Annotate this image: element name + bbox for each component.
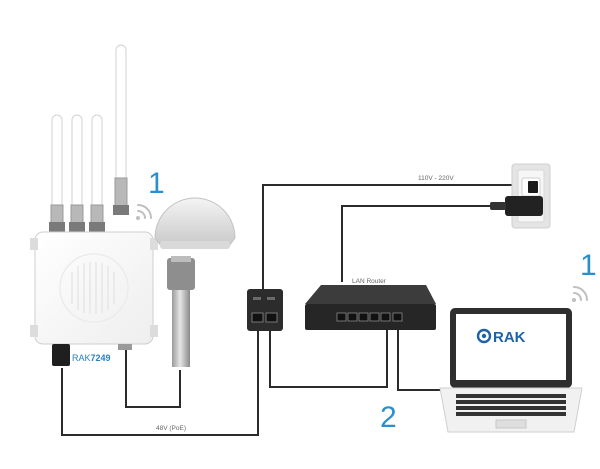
wifi-signal-icon	[136, 204, 152, 220]
step-number-gateway: 1	[148, 167, 165, 200]
cable-router-power	[341, 205, 500, 282]
gateway-antennas	[49, 44, 129, 232]
gateway-model-number: 7249	[91, 353, 111, 363]
wifi-signal-icon	[572, 286, 588, 302]
poe-injector	[247, 289, 283, 331]
rak7249-gateway	[30, 231, 158, 366]
power-supply-label: 110V - 220V	[418, 175, 454, 182]
gateway-model-label: RAK7249	[72, 353, 111, 363]
cable-poe-power	[262, 184, 525, 290]
lan-router	[305, 285, 436, 330]
step-number-laptop: 1	[580, 249, 597, 282]
cable-router-laptop	[397, 330, 457, 391]
cable-poe-router	[269, 330, 388, 388]
gateway-model-prefix: RAK	[72, 353, 91, 363]
poe-cable-label: 48V (PoE)	[156, 425, 186, 432]
power-outlet	[490, 163, 551, 229]
cable-gateway-poe	[61, 330, 259, 436]
laptop	[439, 308, 583, 433]
gps-antenna	[154, 197, 236, 367]
rak-logo-icon	[476, 328, 492, 344]
cables	[61, 184, 525, 436]
router-label: LAN Router	[352, 278, 387, 285]
step-number-lan: 2	[380, 401, 397, 434]
cable-gps	[125, 345, 181, 408]
laptop-brand-label: RAK	[493, 329, 526, 346]
